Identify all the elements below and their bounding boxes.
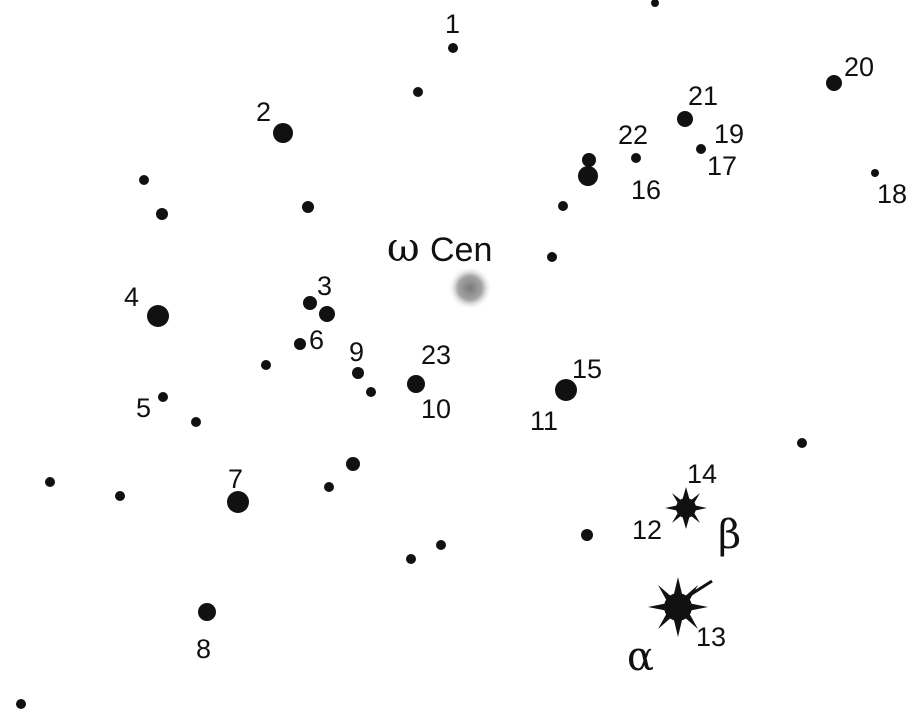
star-label-21: 21 [688, 81, 718, 111]
star [16, 699, 26, 709]
star [407, 375, 425, 393]
omega-symbol: ω [387, 225, 420, 271]
star-label-14: 14 [687, 459, 717, 489]
alpha-label: α [627, 634, 654, 680]
star [631, 153, 641, 163]
star [436, 540, 446, 550]
star [156, 208, 168, 220]
star-label-9: 9 [349, 337, 364, 367]
star [448, 43, 458, 53]
star [406, 554, 416, 564]
cluster-name-label: Cen [430, 231, 492, 269]
star-label-8: 8 [196, 634, 211, 664]
star [797, 438, 807, 448]
star [558, 201, 568, 211]
star-label-13: 13 [696, 622, 726, 652]
star-label-22: 22 [618, 120, 648, 150]
star [198, 603, 216, 621]
star [303, 296, 317, 310]
beta-label: β [718, 512, 741, 558]
star [582, 153, 596, 167]
star [158, 392, 168, 402]
star-label-4: 4 [124, 282, 139, 312]
star-label-23: 23 [421, 340, 451, 370]
star-label-18: 18 [877, 179, 907, 209]
star [191, 417, 201, 427]
star [677, 111, 693, 127]
star-label-12: 12 [632, 515, 662, 545]
star [826, 75, 842, 91]
star-label-15: 15 [572, 354, 602, 384]
star [227, 491, 249, 513]
star [115, 491, 125, 501]
star [352, 367, 364, 379]
star [651, 0, 659, 7]
star-label-20: 20 [844, 52, 874, 82]
star-label-16: 16 [631, 175, 661, 205]
star [366, 387, 376, 397]
star-label-10: 10 [421, 394, 451, 424]
star-label-7: 7 [228, 464, 243, 494]
star [696, 144, 706, 154]
star-label-3: 3 [317, 271, 332, 301]
star [273, 123, 293, 143]
star-beta-centauri [665, 487, 707, 529]
star [413, 87, 423, 97]
stars [16, 0, 879, 709]
star [324, 482, 334, 492]
star [45, 477, 55, 487]
star [346, 457, 360, 471]
star-alpha-centauri [648, 577, 713, 637]
star [302, 201, 314, 213]
star [294, 338, 306, 350]
star-label-19: 19 [714, 119, 744, 149]
star [261, 360, 271, 370]
star [555, 379, 577, 401]
star [578, 166, 598, 186]
star [547, 252, 557, 262]
star [871, 169, 879, 177]
star-label-6: 6 [309, 325, 324, 355]
star-label-1: 1 [445, 9, 460, 39]
star-labels: 1 2 3 4 5 6 7 8 9 10 11 12 13 14 15 16 1… [124, 9, 907, 664]
star-label-5: 5 [136, 393, 151, 423]
star [581, 529, 593, 541]
star-label-17: 17 [707, 151, 737, 181]
star [147, 305, 169, 327]
star [319, 306, 335, 322]
star-label-11: 11 [530, 406, 558, 436]
omega-centauri-cluster [448, 266, 492, 310]
star-label-2: 2 [256, 97, 271, 127]
star [139, 175, 149, 185]
